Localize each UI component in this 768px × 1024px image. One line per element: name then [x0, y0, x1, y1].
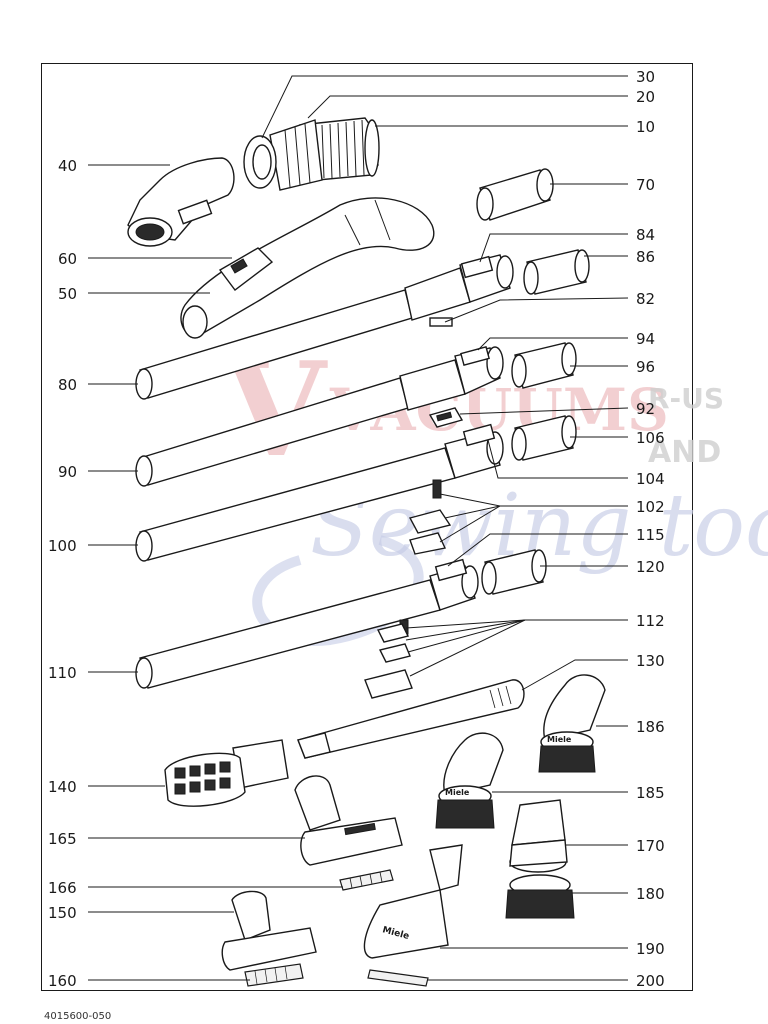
spring-102-parts	[408, 479, 452, 555]
label-40: 40	[58, 157, 77, 175]
brush-186: Miele	[538, 674, 606, 773]
label-82: 82	[636, 290, 655, 308]
brush-140	[164, 739, 289, 807]
nozzle-190: Miele	[363, 844, 463, 959]
document-number: 4015600-050	[44, 1011, 112, 1022]
label-180: 180	[636, 885, 665, 903]
strip-160	[244, 963, 304, 987]
strip-166	[339, 869, 394, 891]
tube-100	[135, 423, 504, 562]
watermark-badge-top: R-US	[648, 382, 724, 415]
label-140: 140	[48, 778, 77, 796]
ring-180	[505, 874, 575, 919]
label-150: 150	[48, 904, 77, 922]
label-104: 104	[636, 470, 665, 488]
nozzle-186-brand: Miele	[547, 735, 572, 744]
hose-connector-20	[269, 119, 323, 191]
label-90: 90	[58, 463, 77, 481]
label-84: 84	[636, 226, 655, 244]
nozzle-185-brand: Miele	[445, 788, 470, 797]
label-92: 92	[636, 400, 655, 418]
label-30: 30	[636, 68, 655, 86]
label-185: 185	[636, 784, 665, 802]
label-130: 130	[636, 652, 665, 670]
label-120: 120	[636, 558, 665, 576]
label-165: 165	[48, 830, 77, 848]
tube-70	[476, 168, 554, 221]
label-20: 20	[636, 88, 655, 106]
label-96: 96	[636, 358, 655, 376]
sleeve-86	[523, 249, 590, 295]
label-160: 160	[48, 972, 77, 990]
watermark-badge-bottom: AND	[648, 435, 721, 470]
label-60: 60	[58, 250, 77, 268]
label-80: 80	[58, 376, 77, 394]
tube-110	[135, 558, 479, 689]
clip-92	[428, 407, 464, 428]
brush-170	[509, 799, 568, 873]
label-70: 70	[636, 176, 655, 194]
tube-80	[135, 254, 514, 400]
label-115: 115	[636, 526, 665, 544]
label-200: 200	[636, 972, 665, 990]
label-190: 190	[636, 940, 665, 958]
nozzle-150	[221, 890, 317, 971]
label-170: 170	[636, 837, 665, 855]
label-86: 86	[636, 248, 655, 266]
handle-button-60	[218, 247, 274, 291]
callouts-right: 30 20 10 70 84 86 82 94 96 92 106 104 10…	[261, 68, 665, 990]
strip-200	[367, 969, 429, 987]
swivel-40	[127, 157, 235, 247]
sleeve-120	[481, 549, 547, 595]
label-100: 100	[48, 537, 77, 555]
label-112: 112	[636, 612, 665, 630]
diagram-frame	[41, 63, 693, 991]
sleeve-106	[511, 415, 577, 461]
crevice-130	[297, 679, 525, 759]
nozzle-165	[294, 775, 403, 866]
hose-ring-30	[243, 135, 277, 189]
brush-185: Miele	[435, 732, 504, 829]
tube-90	[135, 345, 504, 487]
label-102: 102	[636, 498, 665, 516]
callouts-left: 40 60 50 80 90 100 110 140 165 166 150 1…	[48, 157, 343, 990]
label-50: 50	[58, 285, 77, 303]
label-106: 106	[636, 429, 665, 447]
lock-112-parts	[364, 619, 413, 699]
label-186: 186	[636, 718, 665, 736]
label-110: 110	[48, 664, 77, 682]
label-166: 166	[48, 879, 77, 897]
label-94: 94	[636, 330, 655, 348]
label-10: 10	[636, 118, 655, 136]
sleeve-96	[511, 342, 577, 389]
hose-10	[299, 117, 380, 181]
handle-50	[180, 197, 435, 339]
